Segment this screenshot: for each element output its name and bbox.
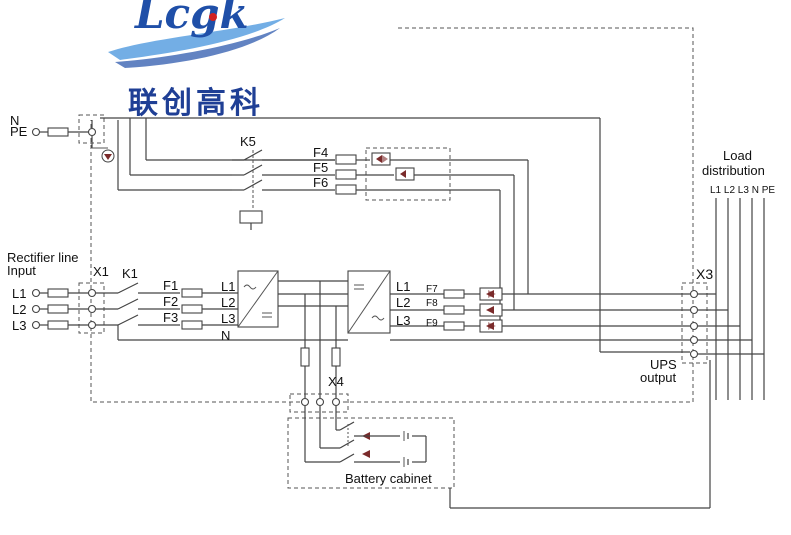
l2-input-terminal [31,304,41,314]
distribution-label: distribution [702,163,765,178]
f9-label: F9 [426,318,438,329]
f5-label: F5 [313,160,328,175]
l2-label: L2 [12,302,26,317]
pe-input-label: PE [10,124,28,139]
x4-terminal-1 [300,397,310,407]
company-logo: Lcgk 联创高科 [108,0,285,121]
inverter-l1-label: L1 [396,279,410,294]
logo-swoosh-dark-icon [115,28,280,68]
logo-dot-icon [209,13,217,21]
x1-terminal-2 [87,304,97,314]
f8-label: F8 [426,298,438,309]
x1-terminal-1 [87,288,97,298]
inverter-l2-label: L2 [396,295,410,310]
logo-swoosh-icon [108,18,285,60]
battery-fuse-1 [300,347,310,367]
dc-link [232,280,348,398]
rectifier-line-label: Rectifier line [7,250,79,265]
k5-label: K5 [240,134,256,149]
rectifier-input: Rectifier line Input X1 K1 L1 L2 L3 [7,250,238,343]
f2-label: F2 [163,294,178,309]
x4-terminal-box [289,393,349,413]
f1-label: F1 [163,278,178,293]
f5-fuse [335,169,357,180]
rectifier-l3-label: L3 [221,311,235,326]
f4-label: F4 [313,145,328,160]
f7-label: F7 [426,284,438,295]
f8-fuse [443,305,465,315]
ups-cabinet-outline [90,27,694,403]
x1-terminal-3 [87,320,97,330]
logo-brand: Lcgk [134,0,249,38]
rectifier-n-label: N [221,328,230,343]
ups-output-label-1: UPS [650,357,677,372]
battery-fuse-2 [331,347,341,367]
x3-terminal-1 [689,289,699,299]
battery-cabinet-box [287,417,455,489]
l3-input-fuse [47,320,69,330]
n-input-label: N [10,113,19,128]
f6-label: F6 [313,175,328,190]
input-label: Input [7,263,36,278]
x4-label: X4 [328,374,344,389]
x3-label: X3 [696,266,713,282]
l1-label: L1 [12,286,26,301]
x3-terminal-n [689,335,699,345]
x3-terminal-3 [689,321,699,331]
inverter-l3-label: L3 [396,313,410,328]
l1-input-terminal [31,288,41,298]
l3-input-terminal [31,320,41,330]
logo-chinese-name: 联创高科 [128,86,264,121]
k1-label: K1 [122,266,138,281]
rectifier-l1-label: L1 [221,279,235,294]
static-switch-box [365,147,451,201]
pe-input-terminal [31,127,41,137]
l1-input-fuse [47,288,69,298]
x4-terminal-2 [315,397,325,407]
load-label: Load [723,148,752,163]
n-pe-input: N PE [10,113,115,163]
x3-terminal-2 [689,305,699,315]
battery-section: X4 Battery cabinet [300,374,432,486]
l3-label: L3 [12,318,26,333]
pe-fuse [47,127,69,137]
load-distribution: Load distribution L1 L2 L3 N PE [449,148,775,509]
bypass-lines: K5 F4 F5 F6 [100,117,690,353]
ups-output-label-2: output [640,370,677,385]
f6-fuse [335,184,357,195]
f7-fuse [443,289,465,299]
f1-fuse [181,288,203,298]
f3-label: F3 [163,310,178,325]
f9-fuse [443,321,465,331]
inverter-block: L1 L2 L3 F7 F8 F9 [347,270,690,341]
pe-terminal [87,127,97,137]
f3-fuse [181,320,203,330]
rectifier-block [237,270,279,328]
load-terminals-label: L1 L2 L3 N PE [710,185,775,196]
k5-coil [239,210,263,224]
x3-terminal-box [681,282,708,364]
x3-output: X3 UPS output [640,266,764,385]
x1-label: X1 [93,264,109,279]
battery-cabinet-label: Battery cabinet [345,471,432,486]
rectifier-l2-label: L2 [221,295,235,310]
f2-fuse [181,304,203,314]
f4-fuse [335,154,357,165]
x1-terminal-box [78,282,105,334]
x4-terminal-3 [331,397,341,407]
x3-terminal-pe [689,349,699,359]
l2-input-fuse [47,304,69,314]
